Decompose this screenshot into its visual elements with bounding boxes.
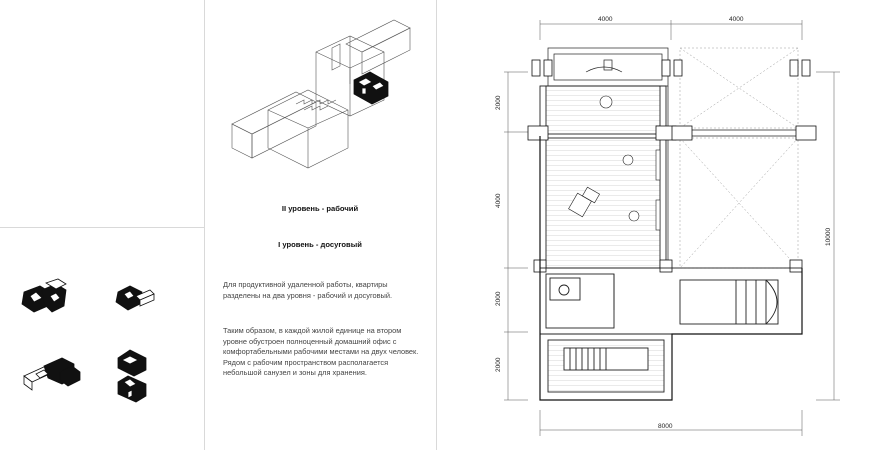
module-icon-4 <box>117 349 147 403</box>
axonometric-drawing <box>231 19 411 169</box>
module-icon-3 <box>23 357 81 391</box>
level-upper-label: II уровень - рабочий <box>281 204 359 213</box>
room-work <box>539 85 667 269</box>
terrace-rail <box>667 86 802 268</box>
dim-top-left: 4000 <box>598 16 613 23</box>
module-icons <box>21 278 155 403</box>
module-icon-2 <box>115 285 155 311</box>
balcony-top <box>547 47 669 87</box>
room-lower <box>539 267 803 335</box>
divider-right <box>436 0 437 450</box>
lightwell <box>679 47 799 269</box>
divider-horizontal <box>0 227 204 228</box>
dim-top-right: 4000 <box>729 16 744 23</box>
dimension-right <box>816 71 840 401</box>
level-lower-label: I уровень - досуговый <box>278 240 362 249</box>
dimension-top <box>539 20 803 40</box>
dimension-bottom <box>539 410 803 436</box>
module-icon-1 <box>21 278 67 313</box>
floor-plan: 4000 4000 2000 4000 2000 2000 10000 8000 <box>495 16 840 436</box>
dim-bottom-total: 8000 <box>658 423 673 430</box>
outer-wall <box>539 136 803 401</box>
dim-right-total: 10000 <box>825 228 832 246</box>
room-bottom <box>539 333 673 401</box>
furniture <box>568 95 661 231</box>
dim-left-4: 2000 <box>495 357 502 372</box>
dim-left-2: 4000 <box>495 193 502 208</box>
description-paragraph-1: Для продуктивной удаленной работы, кварт… <box>223 280 393 300</box>
dim-left-3: 2000 <box>495 291 502 306</box>
description-paragraph-2: Таким образом, в каждой жилой единице на… <box>223 326 419 378</box>
dim-left-1: 2000 <box>495 95 502 110</box>
dimension-left <box>504 71 528 401</box>
divider-left <box>204 0 205 450</box>
